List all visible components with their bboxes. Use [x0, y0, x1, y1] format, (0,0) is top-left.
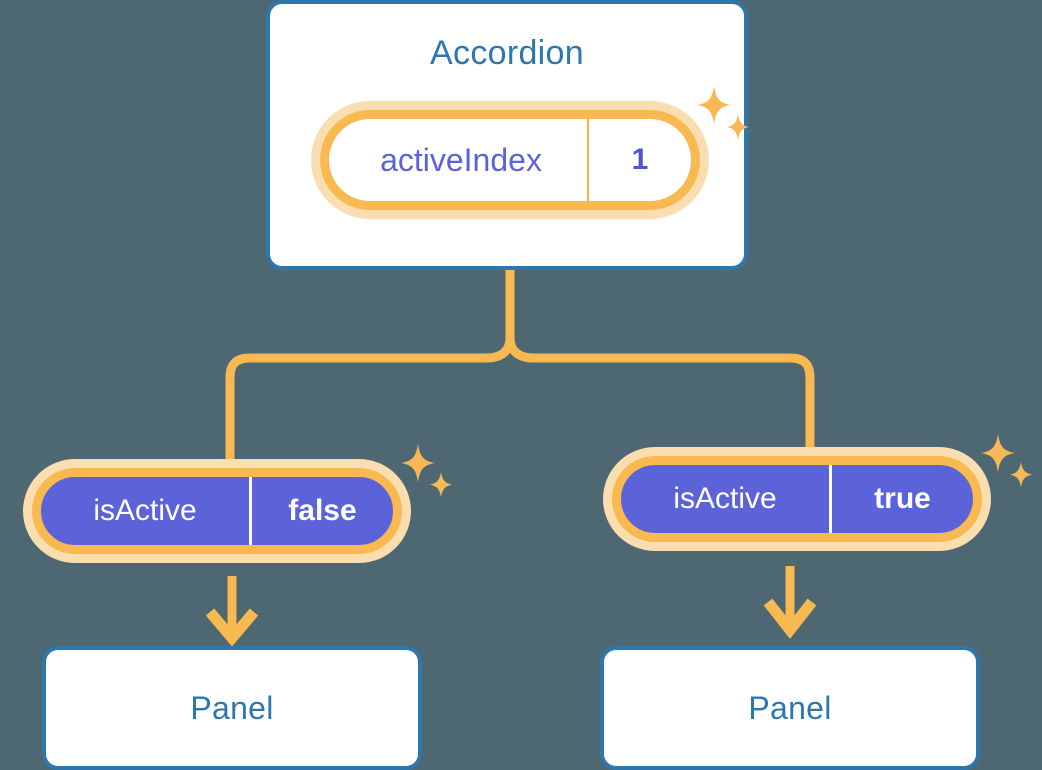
state-pill-value: false: [249, 477, 393, 545]
branch-connector-icon: [225, 263, 815, 475]
state-pill-key: isActive: [93, 494, 197, 527]
state-pill-key: activeIndex: [380, 141, 542, 178]
sparkle-icon: [978, 432, 1036, 492]
state-pill-body[interactable]: isActive false: [32, 468, 402, 554]
arrow-down-icon-left: [205, 576, 259, 647]
panel-card-right[interactable]: Panel: [600, 646, 980, 770]
panel-title: Panel: [190, 689, 274, 726]
state-pill-body[interactable]: activeIndex 1: [320, 110, 700, 210]
state-pill-is-active-false[interactable]: isActive false: [32, 468, 402, 554]
state-pill-value: true: [829, 465, 973, 533]
state-pill-value: 1: [587, 119, 691, 201]
panel-card-left[interactable]: Panel: [42, 646, 422, 770]
arrow-down-icon-right: [763, 566, 817, 639]
page-title: Accordion: [430, 34, 584, 72]
state-pill-key: isActive: [673, 482, 777, 515]
state-pill-body[interactable]: isActive true: [612, 456, 982, 542]
state-pill-active-index[interactable]: activeIndex 1: [320, 110, 700, 210]
sparkle-icon: [398, 442, 456, 502]
panel-title: Panel: [748, 689, 832, 726]
state-pill-is-active-true[interactable]: isActive true: [612, 456, 982, 542]
